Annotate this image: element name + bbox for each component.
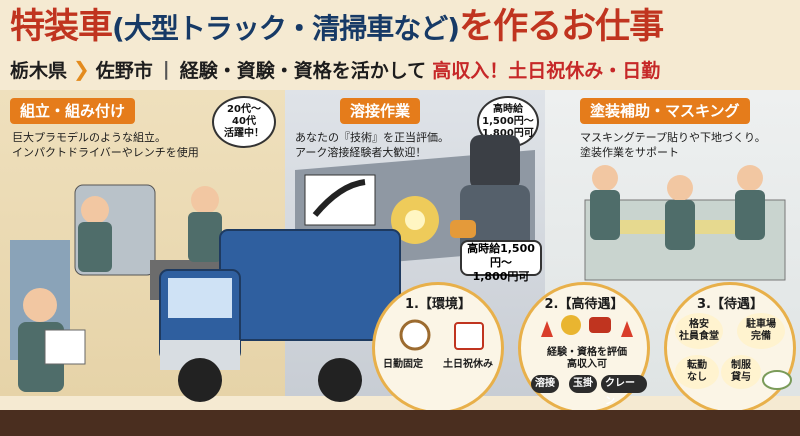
age-bubble-line1: 20代～ xyxy=(227,104,261,115)
wage-bubble-line2: 1,500円～ xyxy=(482,116,534,127)
welder-glove xyxy=(450,220,476,238)
chip-crane: クレーン xyxy=(601,375,647,407)
prefecture: 栃木県 xyxy=(10,59,68,82)
arrow-up-icon xyxy=(541,321,553,337)
treatment-line1: 経験・資格を評価 xyxy=(547,347,627,358)
worker-face xyxy=(667,175,693,201)
location-bar: 栃木県 ❯ 佐野市 | 経験・資験・資格を活かして 高収入！土日祝休み・日勤 xyxy=(10,54,790,84)
age-bubble: 20代～ 40代 活躍中！ xyxy=(212,96,276,148)
headline-part1: 特装車 xyxy=(10,7,113,47)
perk-parking-l2: 完備 xyxy=(751,331,771,342)
perk-parking-l1: 駐車場 xyxy=(746,319,776,330)
clock-icon xyxy=(399,319,431,351)
wage-bubble-line1: 高時給 xyxy=(493,104,523,115)
welder-body xyxy=(460,185,530,255)
garbage-truck-illustration xyxy=(159,229,401,402)
worker-body xyxy=(188,212,222,262)
chevron-right-icon: ❯ xyxy=(73,57,90,81)
worker-body xyxy=(590,190,620,240)
desc-welding-line2: アーク溶接経験者大歓迎！ xyxy=(295,146,427,159)
perk-uniform: 制服 貸与 xyxy=(721,355,761,389)
divider: | xyxy=(162,58,170,80)
tag-assembly: 組立・組み付け xyxy=(10,98,136,124)
age-bubble-line3: 活躍中！ xyxy=(224,128,264,139)
wheel-icon xyxy=(178,358,222,402)
benefit-environment: 1.【環境】 日勤固定 土日祝休み xyxy=(372,282,504,414)
worker-body xyxy=(665,200,695,250)
desc-painting-line1: マスキングテープ貼りや下地づくり。 xyxy=(580,131,766,144)
env-item1: 日勤固定 xyxy=(383,359,423,370)
worker-body xyxy=(78,222,112,272)
headline-part2: (大型トラック・清掃車など) xyxy=(112,12,460,45)
env-item2: 土日祝休み xyxy=(443,359,493,370)
benefit-perks: 3.【待遇】 格安 社員食堂 駐車場 完備 転勤 なし 制服 貸与 xyxy=(664,282,796,414)
desc-welding: あなたの『技術』を正当評価。 アーク溶接経験者大歓迎！ xyxy=(295,130,475,160)
tagline-plain: 経験・資験・資格を活かして xyxy=(179,59,427,82)
welding-torch-icon xyxy=(312,179,366,217)
perk-cafeteria-l1: 格安 xyxy=(689,319,709,330)
treatment-line2: 高収入可 xyxy=(567,359,607,370)
spark-core xyxy=(405,210,425,230)
worker-body xyxy=(735,190,765,240)
benefit-environment-title: 1.【環境】 xyxy=(405,297,471,312)
worker-face xyxy=(23,288,57,322)
perk-cafeteria-l2: 社員食堂 xyxy=(679,331,719,342)
age-bubble-line2: 40代 xyxy=(232,116,256,127)
perk-uniform-l2: 貸与 xyxy=(731,372,751,383)
benefit-perks-title: 3.【待遇】 xyxy=(697,297,763,312)
calendar-icon xyxy=(454,322,484,350)
worker-face xyxy=(737,165,763,191)
welding-mask xyxy=(470,135,520,190)
desc-assembly-line1: 巨大プラモデルのような組立。 xyxy=(12,131,166,144)
city: 佐野市 xyxy=(95,59,153,82)
worker-face xyxy=(592,165,618,191)
perk-parking: 駐車場 完備 xyxy=(737,313,785,349)
chip-slinging: 玉掛 xyxy=(569,375,597,393)
perk-uniform-l1: 制服 xyxy=(731,360,751,371)
wage-box: 高時給1,500円～ 1,800円可 xyxy=(460,240,542,283)
truck-container xyxy=(219,229,401,341)
benefit-perks-icons xyxy=(762,370,792,390)
painting-illustration xyxy=(584,165,786,281)
tag-welding: 溶接作業 xyxy=(340,98,421,124)
wage-box-line2: 1,800円可 xyxy=(472,270,530,283)
worker-face xyxy=(191,186,219,214)
truck-windshield xyxy=(168,278,232,318)
manual-icon xyxy=(44,329,86,365)
benefit-environment-icons xyxy=(399,319,484,351)
perk-cafeteria: 格安 社員食堂 xyxy=(675,313,723,349)
footer-bar xyxy=(0,410,800,436)
arrow-up-icon xyxy=(621,321,633,337)
perk-no-transfer: 転勤 なし xyxy=(675,355,719,389)
coin-icon xyxy=(561,315,581,335)
benefit-treatment-icons xyxy=(541,315,633,337)
chip-welding: 溶接 xyxy=(531,375,559,393)
desc-assembly-line2: インパクトドライバーやレンチを使用 xyxy=(12,146,199,159)
desc-painting: マスキングテープ貼りや下地づくり。 塗装作業をサポート xyxy=(580,130,795,160)
wallet-icon xyxy=(589,317,611,333)
worker-face xyxy=(81,196,109,224)
desc-assembly: 巨大プラモデルのような組立。 インパクトドライバーやレンチを使用 xyxy=(12,130,232,160)
perk-no-transfer-l1: 転勤 xyxy=(687,360,707,371)
meal-icon xyxy=(762,370,792,390)
desc-welding-line1: あなたの『技術』を正当評価。 xyxy=(295,131,449,144)
benefit-treatment-title: 2.【高待遇】 xyxy=(544,297,624,312)
wage-box-line1: 高時給1,500円～ xyxy=(467,242,535,269)
tagline-highlight: 高収入！土日祝休み・日勤 xyxy=(432,59,661,82)
desc-painting-line2: 塗装作業をサポート xyxy=(580,146,679,159)
tag-painting: 塗装補助・マスキング xyxy=(580,98,750,124)
benefit-treatment: 2.【高待遇】 経験・資格を評価 高収入可 溶接 玉掛 クレーン xyxy=(518,282,650,414)
headline-part3: を作るお仕事 xyxy=(459,7,664,47)
wage-bubble-line3: 1,800円可 xyxy=(482,128,534,139)
perk-no-transfer-l2: なし xyxy=(687,372,707,383)
wheel-icon xyxy=(318,358,362,402)
headline: 特装車(大型トラック・清掃車など)を作るお仕事 xyxy=(10,4,790,50)
